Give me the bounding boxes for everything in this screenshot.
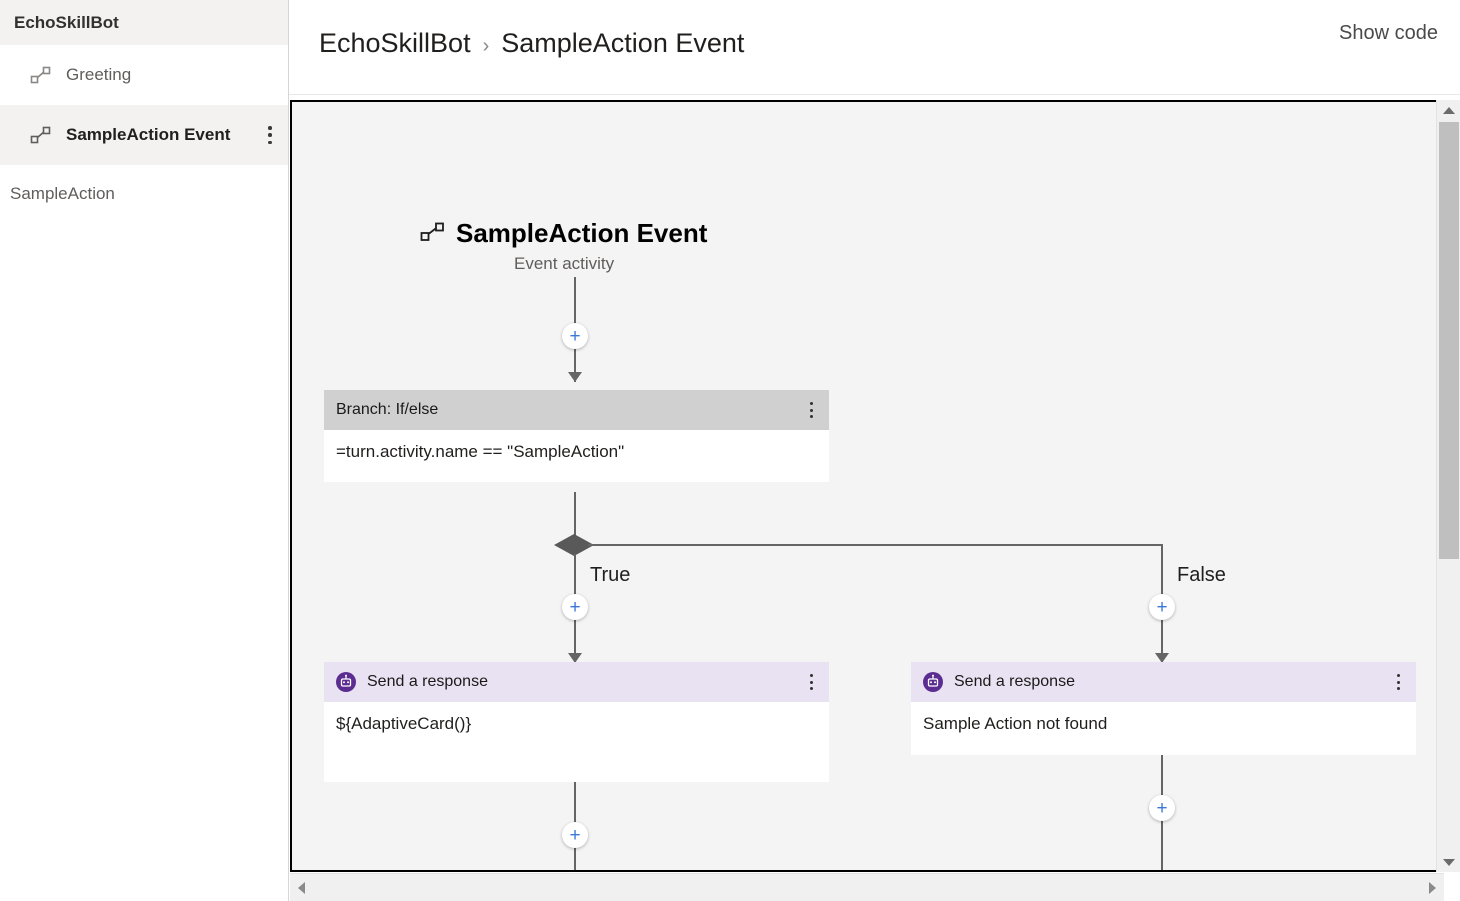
scroll-right-icon[interactable] (1429, 881, 1436, 894)
scroll-left-icon[interactable] (298, 881, 305, 894)
vertical-scroll-thumb[interactable] (1439, 122, 1459, 559)
bot-icon (336, 672, 356, 692)
trigger-subtitle: Event activity (514, 254, 615, 273)
flow-canvas-inner: SampleAction Event Event activity + Bran… (292, 102, 1442, 870)
trigger-title: SampleAction Event (420, 218, 707, 249)
add-node-button-true[interactable]: + (562, 594, 588, 620)
branch-node-condition: =turn.activity.name == "SampleAction" (324, 430, 829, 482)
more-vertical-icon[interactable] (1392, 672, 1404, 692)
trigger-title-label: SampleAction Event (456, 218, 708, 248)
add-node-button-tail-false[interactable]: + (1149, 795, 1175, 821)
connector-arrow (568, 653, 582, 663)
add-node-button[interactable]: + (562, 323, 588, 349)
connector-arrow (1155, 653, 1169, 663)
top-bar: EchoSkillBot › SampleAction Event Show c… (289, 0, 1460, 95)
scroll-up-icon[interactable] (1437, 100, 1460, 120)
more-vertical-icon[interactable] (263, 123, 277, 147)
send-response-node-false[interactable]: Send a response Sample Action not found (911, 662, 1416, 755)
add-node-button-false[interactable]: + (1149, 594, 1175, 620)
show-code-button[interactable]: Show code (1339, 22, 1438, 44)
breadcrumb-current: SampleAction Event (501, 28, 745, 58)
branch-node-header[interactable]: Branch: If/else (324, 390, 829, 430)
branch-node[interactable]: Branch: If/else =turn.activity.name == "… (324, 390, 829, 482)
breadcrumb-root[interactable]: EchoSkillBot (319, 28, 471, 58)
send-response-body: ${AdaptiveCard()} (324, 702, 829, 782)
breadcrumb: EchoSkillBot › SampleAction Event (319, 28, 744, 59)
connector-line (574, 492, 576, 544)
vertical-scrollbar[interactable] (1436, 100, 1460, 872)
sidebar: EchoSkillBot Greeting SampleAction E (0, 0, 289, 901)
sidebar-header: EchoSkillBot (0, 0, 288, 45)
send-response-node-true[interactable]: Send a response ${AdaptiveCard()} (324, 662, 829, 782)
send-response-body: Sample Action not found (911, 702, 1416, 755)
sidebar-item-greeting[interactable]: Greeting (0, 45, 288, 105)
chevron-right-icon: › (482, 35, 490, 57)
send-response-title: Send a response (954, 673, 1075, 690)
flow-canvas[interactable]: SampleAction Event Event activity + Bran… (290, 100, 1444, 872)
sidebar-item-label: Greeting (66, 65, 132, 84)
scroll-down-icon[interactable] (1437, 852, 1460, 872)
trigger-icon (420, 218, 446, 249)
horizontal-scrollbar[interactable] (290, 873, 1444, 901)
edge-label-true: True (590, 564, 631, 586)
add-node-button-tail-true[interactable]: + (562, 822, 588, 848)
connector-line-horizontal (588, 544, 1163, 546)
sidebar-section-label: SampleAction (10, 184, 115, 203)
send-response-header[interactable]: Send a response (911, 662, 1416, 702)
decision-diamond (554, 534, 594, 556)
sidebar-section-sampleaction[interactable]: SampleAction (0, 165, 288, 223)
more-vertical-icon[interactable] (805, 400, 817, 420)
connector-arrow (568, 372, 582, 382)
bot-icon (923, 672, 943, 692)
main-panel: EchoSkillBot › SampleAction Event Show c… (289, 0, 1460, 901)
trigger-icon (30, 126, 52, 144)
more-vertical-icon[interactable] (805, 672, 817, 692)
branch-node-title: Branch: If/else (336, 401, 439, 418)
edge-label-false: False (1177, 564, 1226, 586)
send-response-title: Send a response (367, 673, 488, 690)
trigger-icon (30, 66, 52, 84)
send-response-header[interactable]: Send a response (324, 662, 829, 702)
sidebar-item-sampleaction-event[interactable]: SampleAction Event (0, 105, 288, 165)
sidebar-item-label: SampleAction Event (66, 125, 231, 144)
sidebar-header-label: EchoSkillBot (14, 12, 119, 32)
